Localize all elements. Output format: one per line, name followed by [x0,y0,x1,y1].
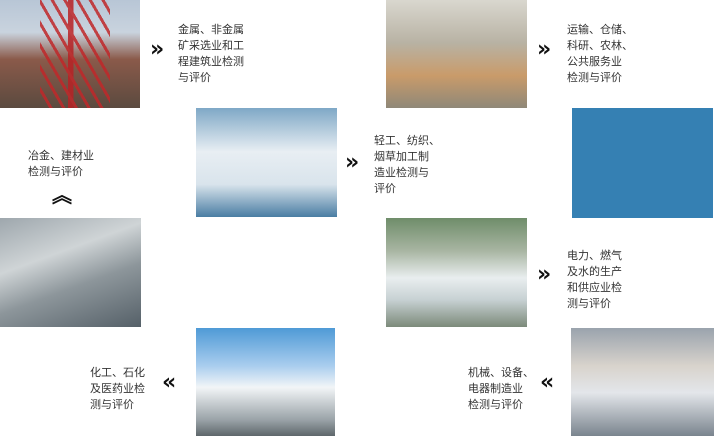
drilling-rig-photo [0,0,140,108]
lab-workers-photo [196,108,337,217]
rotary-kiln-photo [0,218,141,327]
category-power-utilities: 电力、燃气 及水的生产 和供应业检 测与评价 [567,249,622,310]
category-metallurgy: 冶金、建材业 检测与评价 [28,149,94,178]
accent-block [572,108,713,218]
warehouse-photo [386,0,527,108]
double-chevron-left-icon: « [162,370,177,395]
chemical-plant-photo [196,328,335,436]
double-chevron-right-icon: » [537,262,552,287]
category-transport-services: 运输、仓储、 科研、农林、 公共服务业 检测与评价 [567,23,633,84]
machinery-photo [571,328,714,436]
category-light-industry: 轻工、纺织、 烟草加工制 造业检测与 评价 [374,134,440,195]
double-chevron-left-icon: « [540,370,555,395]
double-chevron-up-icon: ︽ [52,183,72,207]
category-mining-construction: 金属、非金属 矿采选业和工 程建筑业检测 与评价 [178,23,244,84]
double-chevron-right-icon: » [537,37,552,62]
double-chevron-right-icon: » [345,150,360,175]
double-chevron-right-icon: » [150,37,165,62]
category-machinery: 机械、设备、 电器制造业 检测与评价 [468,366,534,411]
category-chemical: 化工、石化 及医药业检 测与评价 [90,366,145,411]
dam-photo [386,218,527,327]
